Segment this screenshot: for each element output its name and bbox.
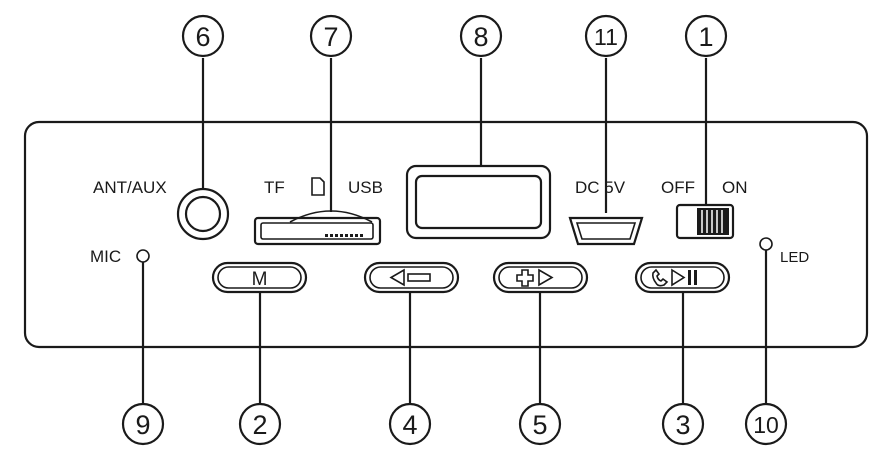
led-label: LED [780, 249, 809, 266]
ant-aux-label: ANT/AUX [93, 178, 167, 197]
callout-10-number: 10 [753, 412, 779, 438]
mic-hole [136, 249, 150, 263]
aux-jack[interactable] [176, 187, 230, 241]
callout-6-number: 6 [195, 22, 210, 52]
switch-grip [701, 210, 723, 233]
callout-6: 6 [181, 14, 225, 58]
callout-2: 2 [238, 402, 282, 446]
phone-play-pause-icon [652, 268, 697, 287]
callouts-top: 6 7 8 11 1 [181, 14, 728, 58]
callout-8: 8 [459, 14, 503, 58]
mode-button[interactable]: M [211, 261, 308, 294]
callouts-bottom: 9 2 4 5 3 10 [121, 402, 788, 446]
callout-3-number: 3 [675, 410, 690, 440]
callout-5: 5 [518, 402, 562, 446]
power-switch[interactable] [675, 203, 735, 240]
tf-label: TF [264, 178, 285, 197]
callout-3: 3 [661, 402, 705, 446]
callout-9-number: 9 [135, 410, 150, 440]
callout-11: 11 [584, 14, 628, 58]
prev-volume-down-icon [389, 268, 431, 287]
dc5v-port[interactable] [568, 216, 644, 246]
on-label: ON [722, 178, 748, 197]
tf-slot-contacts [325, 234, 363, 237]
off-label: OFF [661, 178, 695, 197]
prev-volume-down-button[interactable] [363, 261, 460, 294]
sd-card-icon [311, 177, 325, 196]
next-volume-up-icon [516, 268, 554, 287]
callout-7: 7 [309, 14, 353, 58]
tf-card-slot[interactable] [253, 210, 382, 246]
callout-9: 9 [121, 402, 165, 446]
usb-port[interactable] [405, 164, 552, 240]
callout-8-number: 8 [473, 22, 488, 52]
tf-slot-curve [289, 210, 373, 223]
callout-4: 4 [388, 402, 432, 446]
callout-2-number: 2 [252, 410, 267, 440]
callout-1-number: 1 [698, 22, 713, 52]
usb-label: USB [348, 178, 383, 197]
led-indicator [759, 237, 773, 251]
phone-play-pause-button[interactable] [634, 261, 731, 294]
mode-button-label: M [252, 269, 268, 290]
callout-7-number: 7 [323, 22, 338, 52]
next-volume-up-button[interactable] [492, 261, 589, 294]
mic-label: MIC [90, 247, 121, 266]
dc5v-label: DC 5V [575, 178, 626, 197]
callout-4-number: 4 [402, 410, 417, 440]
callout-5-number: 5 [532, 410, 547, 440]
callout-1: 1 [684, 14, 728, 58]
callout-10: 10 [744, 402, 788, 446]
inner-leaders [141, 122, 768, 347]
callout-11-number: 11 [594, 24, 618, 50]
